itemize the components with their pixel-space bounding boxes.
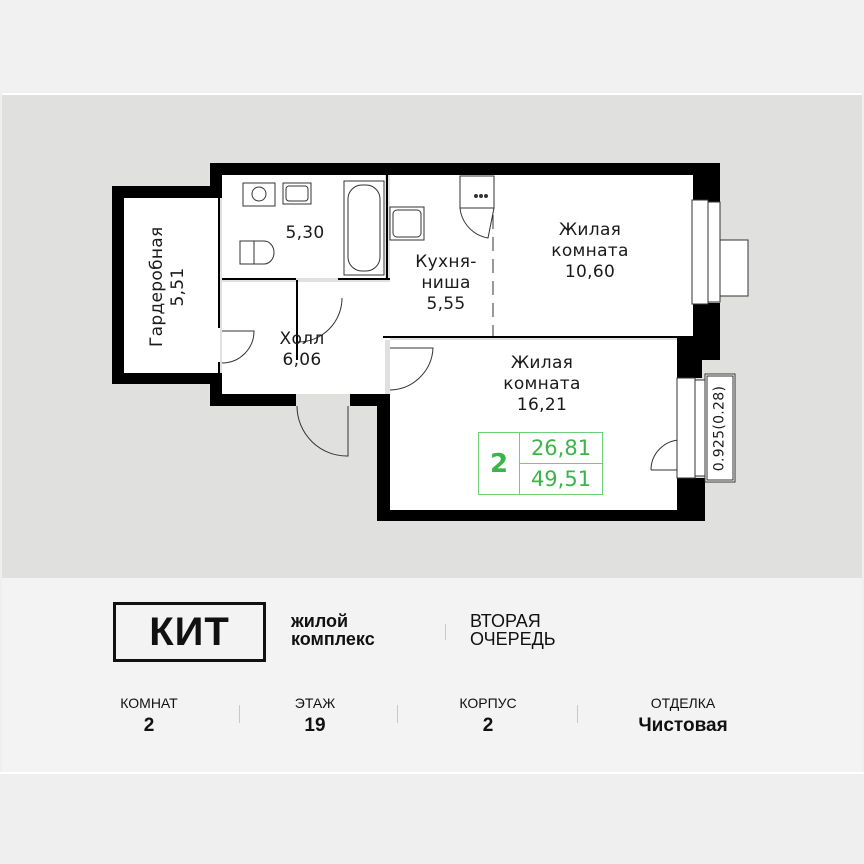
stat-divider: [397, 705, 398, 723]
wall: [210, 163, 720, 175]
wall: [112, 186, 222, 198]
balcony-label: 0.925(0.28): [711, 385, 728, 472]
stat-divider: [577, 705, 578, 723]
living-area: 26,81: [520, 433, 602, 464]
brand-logo: КИТ: [113, 602, 266, 662]
stat-finish-value: Чистовая: [638, 715, 728, 736]
living-2-label: Жилая комната 16,21: [482, 353, 602, 416]
wall: [377, 394, 390, 521]
brand-divider: [445, 624, 446, 640]
room-name: Кухня-: [415, 252, 477, 272]
room-area: 5,51: [168, 267, 188, 307]
room-name: Жилая: [510, 353, 574, 373]
wall: [377, 510, 705, 521]
room-name: комната: [503, 374, 581, 394]
room-name: комната: [551, 241, 629, 261]
room-kitchen-living: [390, 175, 693, 336]
wall: [677, 336, 702, 378]
room-area: 16,21: [516, 395, 568, 415]
hall-label: Холл 6,06: [262, 329, 342, 371]
room-area: 5,55: [426, 294, 466, 314]
room-name: ниша: [421, 273, 471, 293]
partition: [218, 198, 220, 328]
wall: [112, 373, 222, 384]
room-area: 6,06: [282, 350, 322, 370]
partition: [383, 336, 679, 338]
brand-subtitle-1: жилой: [291, 611, 349, 631]
wall: [693, 163, 720, 203]
card-bottom-edge: [0, 772, 864, 774]
bathroom-label: 5,30: [270, 223, 340, 244]
room-name: Гардеробная: [147, 226, 167, 347]
living-1-label: Жилая комната 10,60: [530, 220, 650, 283]
stat-rooms-value: 2: [143, 715, 155, 736]
stat-building-value: 2: [482, 715, 494, 736]
stat-finish-label: ОТДЕЛКА: [650, 695, 716, 711]
room-wardrobe: [124, 198, 220, 373]
rooms-count: 2: [479, 433, 520, 494]
stat-rooms-label: КОМНАТ: [120, 695, 178, 711]
brand-subtitle-2: комплекс: [291, 629, 375, 649]
room-name: Холл: [279, 329, 325, 349]
stat-building-label: КОРПУС: [459, 695, 517, 711]
top-band: [0, 0, 864, 91]
room-name: Жилая: [558, 220, 622, 240]
room-area: 5,30: [285, 223, 325, 243]
phase-line-1: ВТОРАЯ: [470, 611, 541, 631]
wall: [210, 394, 296, 406]
stat-divider: [239, 705, 240, 723]
room-bathroom: [222, 175, 385, 278]
stat-floor-label: ЭТАЖ: [294, 695, 336, 711]
wardrobe-label: Гардеробная 5,51: [147, 226, 189, 347]
kitchen-label: Кухня- ниша 5,55: [398, 252, 494, 315]
wall: [677, 478, 705, 521]
wall: [112, 186, 124, 384]
phase-line-2: ОЧЕРЕДЬ: [470, 629, 556, 649]
partition: [386, 175, 388, 280]
partition: [296, 280, 298, 360]
area-summary-box: 2 26,81 49,51: [478, 432, 603, 495]
total-area: 49,51: [530, 467, 592, 491]
partition: [338, 278, 390, 280]
stat-floor-value: 19: [304, 715, 326, 736]
partition: [222, 278, 296, 280]
partition: [218, 362, 220, 374]
room-hall-ext: [300, 282, 390, 340]
room-living-2: [390, 340, 677, 510]
room-area: 10,60: [564, 262, 616, 282]
